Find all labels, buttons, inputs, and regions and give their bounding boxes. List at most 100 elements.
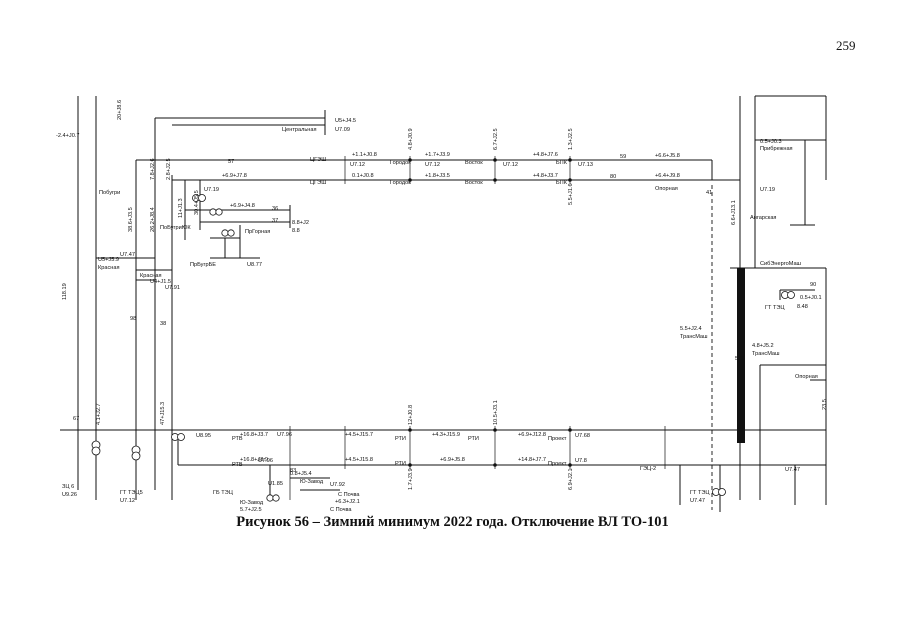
bus-label-left: 118.19: [62, 283, 68, 300]
label-gorodok: Городок: [390, 180, 411, 186]
label-gesh2-u: U7.47: [785, 467, 800, 473]
label-vostok-u: U7.12: [503, 162, 518, 168]
line-id: 38: [160, 321, 166, 327]
line-flow-value: +6.9+J7.8: [222, 173, 247, 179]
label-vostok: Восток: [465, 180, 483, 186]
label-prbugr: ПрБугрБЕ: [190, 262, 216, 268]
line-id: 98: [130, 316, 136, 322]
line-flow-value: 0.1+J0.8: [352, 173, 374, 179]
label-gt-tets3: ГТ ТЭЦ: [690, 490, 710, 496]
label-krasnaya2-u: U7.91: [165, 285, 180, 291]
label-ptiaz2: РТИ: [395, 461, 406, 467]
label-gorodok-top: Городок: [390, 160, 411, 166]
line-flow-value: +6.9+J4.8: [230, 203, 255, 209]
line-flow-value: +16.8+J3.7: [240, 432, 268, 438]
label-pobugri-u: U7.19: [204, 187, 219, 193]
label-ptiaz2-u: U7.96: [258, 458, 273, 464]
label-transmash2-val: 4.8+J5.2: [752, 343, 774, 349]
label-tsentralnaya: Центральная: [282, 127, 317, 133]
label-krasnaya: Красная: [98, 265, 120, 271]
label-progornaya-val: 8.8+J2: [292, 220, 309, 226]
label-ptiaz: РТИ: [395, 436, 406, 442]
label-opornaya-val2: +6.6+J5.8: [655, 153, 680, 159]
vertical-flow-value: 30.4+J5.5: [194, 190, 200, 215]
vertical-flow-value: 5.5+J1.6: [568, 183, 574, 205]
vertical-flow-value: 10.5+J3.1: [493, 400, 499, 425]
line-id: 36: [272, 206, 278, 212]
label-pochva2-val: +6.3+J2.1: [335, 499, 360, 505]
vertical-flow-value: 6.9+J2.1: [568, 468, 574, 490]
label-vitus: РТИ: [468, 436, 479, 442]
label-nzavod2: Ю-Завод: [300, 479, 324, 485]
line-flow-value: +1.1+J0.8: [352, 152, 377, 158]
vertical-flow-value: 1.7+J3.9: [408, 468, 414, 490]
label-ptb: РТВ: [232, 436, 243, 442]
line-flow-value: +4.3+J15.9: [432, 432, 460, 438]
label-pribrezhnaya-val: 0.5+J0.3: [760, 139, 782, 145]
label-angarskaya: Ангарская: [750, 215, 776, 221]
label-pribrezhnaya: Прибрежная: [760, 146, 793, 152]
line-flow-value: +1.7+J3.9: [425, 152, 450, 158]
label-krasnaya-u: U7.47: [120, 252, 135, 258]
line-flow-value: +4.5+J15.7: [345, 432, 373, 438]
label-pochva: С Почва: [338, 492, 360, 498]
line-id: 80: [610, 174, 616, 180]
label-tsgesh-u: U7.12: [350, 162, 365, 168]
label-proekt2-u: U7.8: [575, 458, 587, 464]
label-vostok-top: Восток: [465, 160, 483, 166]
line-id: 37: [272, 218, 278, 224]
label-gb-tets-val: U1.85: [268, 481, 283, 487]
label-tsgesh-2: ЦГЭШ: [310, 180, 326, 186]
label-nzavod-val: 5.7+J2.5: [240, 507, 262, 513]
vertical-flow-value: 2.8+J2.5: [166, 158, 172, 180]
line-id: 59: [620, 154, 626, 160]
label-gt-tets-val: 0.5+J0.1: [800, 295, 822, 301]
label-gr-tets-val: U7.12: [120, 498, 135, 504]
vertical-flow-value: 11+J1.3: [178, 198, 184, 218]
figure-caption: Рисунок 56 – Зимний минимум 2022 года. О…: [236, 514, 669, 530]
label-krasnaya2: Красная: [140, 273, 162, 279]
bus-nodes: [408, 158, 572, 467]
label-sibenergo: СибЭнергоМаш: [760, 261, 802, 267]
label-tsifra: ЗЦ 6: [62, 484, 74, 490]
label-opornaya-val: +6.4+J9.8: [655, 173, 680, 179]
line-id: 67: [73, 416, 79, 422]
line-id: 57: [228, 159, 234, 165]
label-gt-tets3-u: U7.47: [690, 498, 705, 504]
label-transmash: ТрансМаш: [680, 334, 708, 340]
label-transmash2: ТрансМаш: [752, 351, 780, 357]
label-ptiaz-u: U7.96: [277, 432, 292, 438]
vertical-flow-value: 38.6+J3.5: [128, 207, 134, 232]
label-proekt: Проект: [548, 436, 567, 442]
label-pobugriyuk: ПоБугриЮК: [160, 225, 191, 231]
vertical-flow-value: 23.5: [822, 399, 828, 410]
vertical-values: 20+J8.6 -2.4+J0.7 7.8+J2.6 2.8+J2.5 38.6…: [56, 100, 828, 490]
label-progornaya: ПрГорная: [245, 229, 270, 235]
label-pochva2: С Почва: [330, 507, 352, 513]
label-bpk: БПК: [556, 180, 568, 186]
label-gorodok-u: U7.12: [425, 162, 440, 168]
line-flow-value: +16.8+J8.9: [240, 457, 268, 463]
page-number: 259: [836, 38, 856, 53]
line-flow-value: +6.9+J12.8: [518, 432, 546, 438]
line-id: 90: [810, 282, 816, 288]
vertical-flow-value: 12+J0.8: [408, 405, 414, 425]
vertical-flow-value: 1.3+J2.5: [568, 128, 574, 150]
line-flow-value: +4.5+J15.8: [345, 457, 373, 463]
vertical-flow-value: 47+J15.3: [160, 402, 166, 425]
label-prbugr-u: U8.77: [247, 262, 262, 268]
label-tsentralnaya-val: U5+J4.5: [335, 118, 356, 124]
line-flow-value: +14.8+J7.7: [518, 457, 546, 463]
label-opornaya-b: Опорная: [795, 374, 818, 380]
transformer-symbols: [91, 194, 795, 502]
label-gt-tets-u: 8.48: [797, 304, 808, 310]
label-ptb2: РТВ: [232, 462, 243, 468]
label-transmash-val: 5.5+J2.4: [680, 326, 702, 332]
label-opornaya: Опорная: [655, 186, 678, 192]
label-progornaya-u: 8.8: [292, 228, 300, 234]
vertical-flow-value: 4.1+J2.7: [96, 403, 102, 425]
label-pobugri: Побугри: [99, 190, 120, 196]
label-gr-tets: ГТ ТЭЦ5: [120, 490, 143, 496]
vertical-flow-value: 6.7+J2.5: [493, 128, 499, 150]
